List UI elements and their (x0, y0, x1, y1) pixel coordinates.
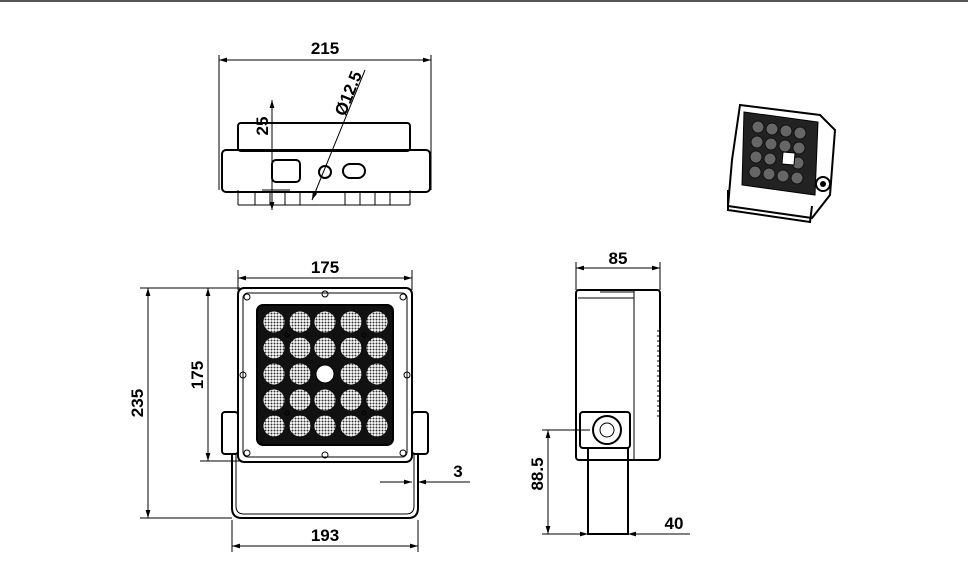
front-view: 175 175 235 (128, 258, 470, 552)
top-handle (271, 159, 301, 183)
top-mount-hole (318, 165, 332, 179)
front-height-label: 175 (188, 361, 207, 389)
side-depth-label: 85 (609, 249, 628, 268)
side-mount-height-label: 88.5 (528, 457, 547, 490)
front-lens-array (262, 310, 389, 438)
front-screws (239, 290, 411, 459)
top-view: 215 25 Ø12.5 (218, 39, 432, 210)
iso-lens-array (748, 120, 807, 185)
iso-bracket (727, 190, 813, 224)
iso-knob (815, 176, 831, 192)
overall-height-label: 235 (128, 389, 147, 417)
iso-view (726, 103, 837, 224)
side-view: 85 88.5 40 (528, 249, 690, 537)
top-body-lower (221, 149, 431, 193)
top-cable-gland (342, 163, 366, 179)
front-bracket-tab-left (221, 411, 239, 455)
front-bracket-tab-right (411, 411, 429, 455)
top-diameter-label: Ø12.5 (331, 68, 366, 118)
top-width-label: 215 (311, 39, 339, 58)
bracket-width-label: 193 (311, 526, 339, 545)
side-knob (592, 415, 622, 445)
top-heat-fins (254, 192, 391, 205)
front-u-bracket (231, 454, 419, 519)
front-width-label: 175 (311, 258, 339, 277)
diameter-leader (311, 69, 366, 201)
side-bracket-stem (587, 447, 629, 535)
side-housing (575, 289, 661, 461)
top-height-label: 25 (253, 117, 272, 136)
side-bracket-width-label: 40 (665, 514, 684, 533)
bracket-thickness-label: 3 (453, 462, 462, 481)
iso-housing (726, 103, 837, 220)
front-center-sensor (315, 364, 335, 384)
front-housing (237, 287, 413, 463)
